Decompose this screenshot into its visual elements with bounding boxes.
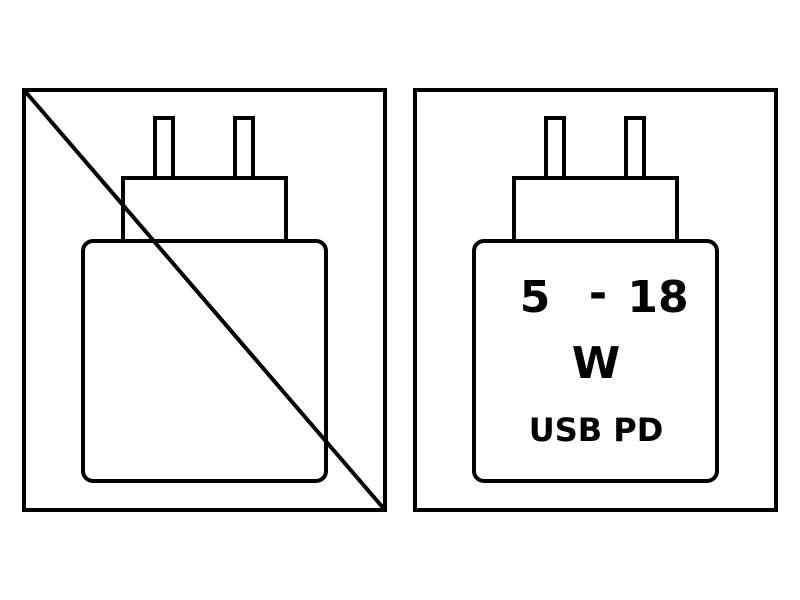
charger-plug-icon bbox=[472, 116, 719, 483]
panel-left-no-charger bbox=[22, 88, 387, 512]
cross-out-slash bbox=[22, 88, 387, 512]
power-range-dash: - bbox=[589, 268, 607, 319]
power-min-label: 5 bbox=[520, 272, 551, 323]
plug-pin-left bbox=[153, 116, 175, 180]
panel-left-frame bbox=[22, 88, 387, 512]
power-unit-label: W bbox=[572, 338, 621, 389]
charger-body bbox=[472, 239, 719, 483]
plug-neck bbox=[512, 176, 679, 243]
panel-right-frame bbox=[413, 88, 778, 512]
charger-plug-icon bbox=[81, 116, 328, 483]
plug-pin-right bbox=[624, 116, 646, 180]
power-max-label: 18 bbox=[627, 272, 688, 323]
usb-pd-label: USB PD bbox=[529, 411, 664, 449]
plug-pin-right bbox=[233, 116, 255, 180]
panel-right-compatible-charger: 5 - 18 W USB PD bbox=[413, 88, 778, 512]
charger-body bbox=[81, 239, 328, 483]
plug-pin-left bbox=[544, 116, 566, 180]
